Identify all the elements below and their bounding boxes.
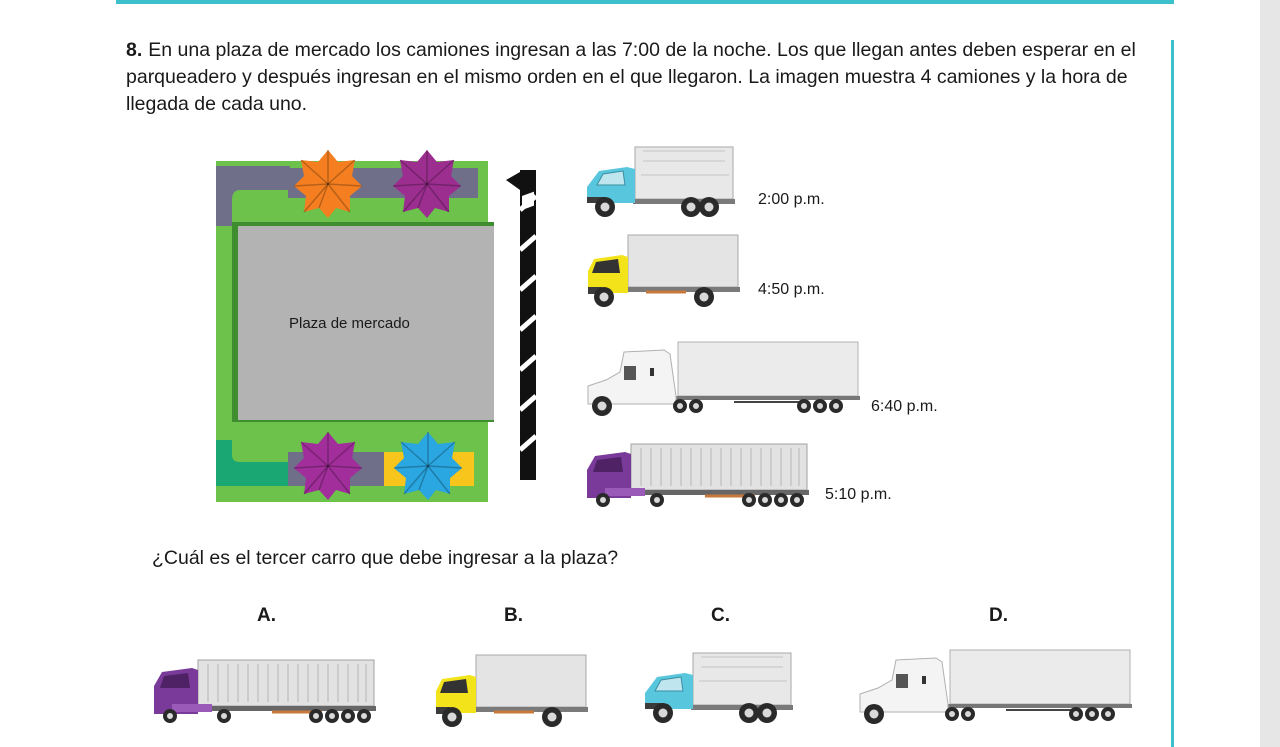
path-bottom <box>216 440 290 486</box>
time-truck-3: 6:40 p.m. <box>871 398 938 415</box>
option-d-truck[interactable] <box>860 650 1132 724</box>
truck-yellow <box>588 235 740 307</box>
option-c-label[interactable]: C. <box>711 605 730 626</box>
plaza-label: Plaza de mercado <box>289 315 410 332</box>
road-barrier <box>506 170 538 480</box>
option-c-truck[interactable] <box>645 653 793 723</box>
page-edge <box>1260 0 1280 747</box>
market-building <box>238 226 494 420</box>
option-b-truck[interactable] <box>436 655 588 727</box>
time-truck-1: 2:00 p.m. <box>758 191 825 208</box>
market-map <box>216 149 494 502</box>
option-a-truck[interactable] <box>154 660 376 723</box>
question-block: 8.En una plaza de mercado los camiones i… <box>126 37 1156 118</box>
sub-question: ¿Cuál es el tercer carro que debe ingres… <box>152 547 619 569</box>
side-rule <box>1171 40 1174 747</box>
top-rule <box>116 0 1174 4</box>
option-b-label[interactable]: B. <box>504 605 523 626</box>
option-d-label[interactable]: D. <box>989 605 1008 626</box>
option-a-label[interactable]: A. <box>257 605 276 626</box>
question-number: 8. <box>126 39 143 61</box>
question-text: En una plaza de mercado los camiones ing… <box>126 39 1136 115</box>
truck-purple <box>587 444 809 507</box>
path-top <box>216 166 290 226</box>
time-truck-4: 5:10 p.m. <box>825 486 892 503</box>
truck-white <box>588 342 860 416</box>
truck-cyan <box>587 147 735 217</box>
time-truck-2: 4:50 p.m. <box>758 281 825 298</box>
